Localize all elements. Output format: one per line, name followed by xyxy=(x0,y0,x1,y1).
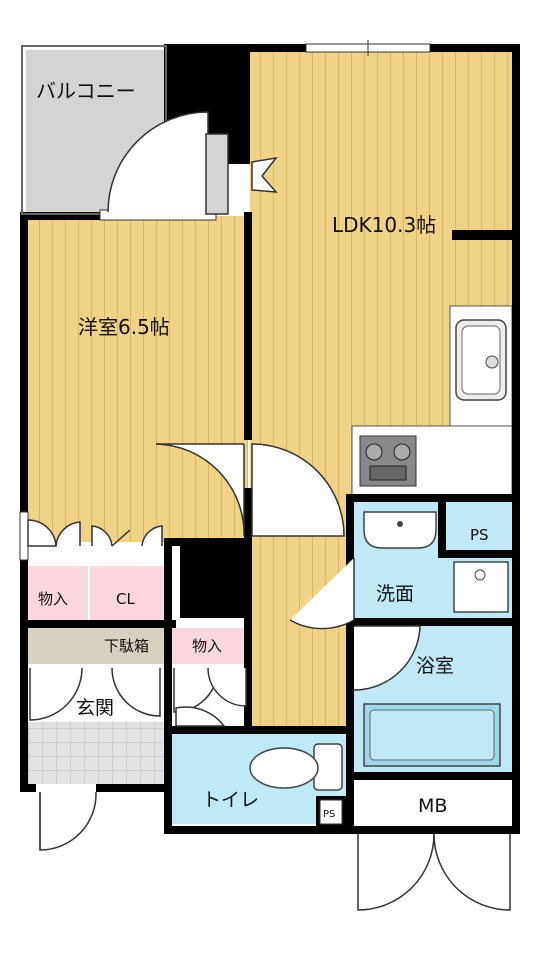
cl-floor xyxy=(90,566,164,622)
washing-machine-pan-icon xyxy=(453,561,509,613)
washroom-door-swing xyxy=(289,558,355,630)
mb-label: MB xyxy=(418,795,447,817)
shoebox-floor xyxy=(26,628,166,664)
mb-floor xyxy=(354,780,514,830)
ps2-box xyxy=(319,799,343,825)
shoebox-door-left xyxy=(29,667,83,721)
cl-door-left xyxy=(91,525,113,547)
folding-door xyxy=(251,156,278,193)
balcony-label: バルコニー xyxy=(36,79,136,103)
mb-door-left xyxy=(357,833,435,911)
closet2-door-right xyxy=(207,667,247,707)
closet2-floor xyxy=(170,628,250,664)
wash-basin-icon xyxy=(363,511,437,549)
closet-mid-door xyxy=(55,521,81,547)
walls xyxy=(20,44,520,834)
western-floor xyxy=(26,216,248,542)
closet1-label: 物入 xyxy=(38,590,68,608)
closet2-label: 物入 xyxy=(192,637,222,655)
cl-door-right xyxy=(141,525,163,547)
closet1-floor xyxy=(26,566,88,622)
shoebox-door-right xyxy=(111,667,161,717)
entrance-door-swing xyxy=(39,791,97,851)
bathtub-icon xyxy=(363,703,501,767)
cl-label: CL xyxy=(116,590,135,608)
kitchen-sink-icon xyxy=(455,319,507,401)
ps2-label: PS xyxy=(323,809,335,820)
balcony-door-swing xyxy=(107,111,209,213)
western-door-swing xyxy=(155,443,245,537)
entrance-label: 玄関 xyxy=(76,697,114,719)
toilet-door-swing xyxy=(175,706,226,727)
bath-door-swing xyxy=(353,625,421,691)
toilet-label: トイレ xyxy=(202,789,259,811)
entrance-tile xyxy=(26,722,166,784)
shoebox-label: 下駄箱 xyxy=(104,637,149,655)
ldk-label: LDK10.3帖 xyxy=(332,213,436,237)
toilet-bowl-icon xyxy=(249,743,343,791)
washroom-label: 洗面 xyxy=(376,583,414,605)
western-label: 洋室6.5帖 xyxy=(78,315,170,339)
ldk-door-swing xyxy=(251,443,345,537)
doors xyxy=(27,111,511,911)
ps1-label: PS xyxy=(470,526,489,544)
mb-door-right xyxy=(433,833,511,911)
bath-label: 浴室 xyxy=(416,655,454,677)
gas-stove-icon xyxy=(359,435,417,487)
